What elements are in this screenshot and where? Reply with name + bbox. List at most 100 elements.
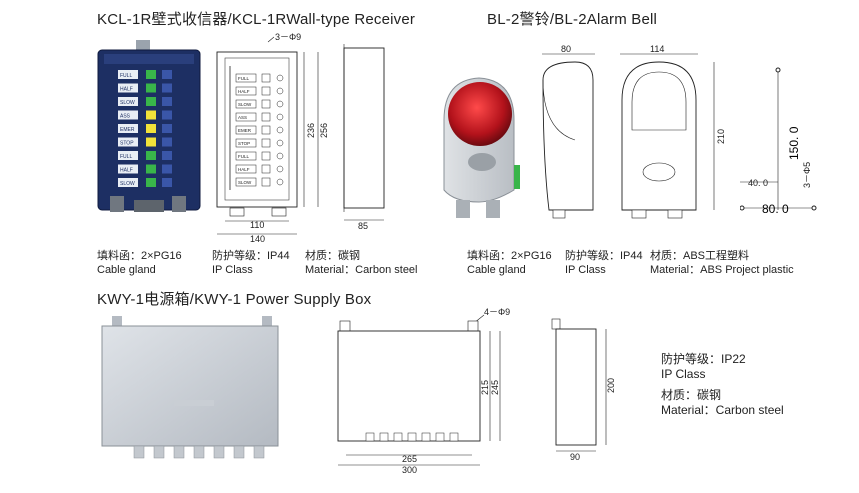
bell-holes: 3－Φ5 (802, 162, 812, 188)
power-box-photo-tab (153, 445, 165, 459)
bell-front-drawing: 114 210 (620, 44, 726, 219)
receiver-front-label-box (235, 177, 257, 187)
receiver-front-label-box (235, 151, 257, 161)
receiver-front-led (261, 86, 271, 96)
bell-photo (443, 77, 520, 218)
receiver-photo-led (146, 164, 156, 174)
receiver-front-label: EMER (238, 128, 252, 133)
receiver-photo-label-box (118, 97, 138, 106)
bell-hole-off: 40. 0 (748, 178, 768, 188)
receiver-photo-led (146, 124, 156, 133)
receiver-photo-label: HALF (120, 87, 133, 93)
receiver-front-button (276, 74, 284, 82)
power-box-holes: 4－Φ9 (484, 307, 510, 317)
power-box-front-tab (435, 432, 445, 442)
receiver-photo-label-box (118, 124, 138, 133)
receiver-photo-label: FULL (120, 154, 132, 160)
receiver-photo-label: SLOW (120, 181, 135, 187)
receiver-front-led (261, 151, 271, 161)
receiver-photo-button (162, 110, 172, 120)
receiver-photo-led (146, 97, 156, 106)
receiver-photo-led (146, 70, 156, 79)
receiver-photo-label-box (118, 83, 138, 93)
power-box-front-tab (421, 432, 431, 442)
power-box-photo-tab (133, 445, 145, 459)
receiver-title: KCL-1R壁式收信器/KCL-1RWall-type Receiver (97, 11, 416, 28)
receiver-front-led (261, 99, 271, 109)
receiver-side-drawing: 85 (343, 44, 385, 230)
power-box-w-outer: 300 (402, 465, 417, 475)
receiver-holes-dim: 3－Φ9 (275, 32, 301, 42)
bell-side-drawing: 80 (542, 44, 595, 219)
bell-title: BL-2警铃/BL-2Alarm Bell (487, 11, 658, 28)
receiver-photo-led (146, 178, 156, 187)
receiver-photo-button (162, 70, 172, 79)
receiver-front-label: FULL (238, 76, 250, 81)
power-box-front-tab (393, 432, 403, 442)
bell-front-width: 114 (650, 44, 664, 54)
receiver-photo-button (162, 137, 172, 147)
receiver-front-button (276, 152, 284, 160)
receiver-front-button (276, 165, 284, 173)
receiver-photo-label: EMER (120, 127, 135, 133)
receiver-height-outer: 256 (319, 123, 329, 138)
receiver-front-label-box (235, 112, 257, 122)
power-box-photo (101, 316, 279, 459)
power-box-front-drawing: 4－Φ9 215 245 265 300 (337, 307, 510, 475)
receiver-photo-led (146, 110, 156, 120)
receiver-width-outer: 140 (250, 234, 265, 244)
receiver-front-led (261, 73, 271, 83)
power-box-photo-tab (173, 445, 185, 459)
power-box-photo-tab (233, 445, 245, 459)
receiver-photo-label-box (118, 164, 138, 174)
bell-hole-height: 150. 0 (787, 126, 801, 160)
receiver-photo-button (162, 124, 172, 133)
receiver-width-inner: 110 (250, 220, 264, 230)
receiver-front-led (261, 177, 271, 187)
receiver-photo-label: SLOW (120, 100, 135, 106)
receiver-photo-label-box (118, 137, 138, 147)
bell-hole-layout: 150. 0 40. 0 80. 0 3－Φ5 (740, 67, 817, 216)
receiver-front-label-box (235, 73, 257, 83)
receiver-photo-led (146, 151, 156, 160)
receiver-front-label: ASS (238, 115, 247, 120)
receiver-photo-label: HALF (120, 168, 133, 174)
receiver-photo-button (162, 151, 172, 160)
receiver-front-label: SLOW (238, 102, 252, 107)
receiver-photo-label-box (118, 70, 138, 79)
power-box-specs: 防护等级：IP22 IP Class 材质：碳钢 Material：Carbon… (661, 352, 784, 417)
power-box-photo-tab (193, 445, 205, 459)
power-box-side-d: 90 (570, 452, 580, 462)
receiver-front-button (276, 178, 284, 186)
receiver-photo-led (146, 83, 156, 93)
receiver-front-button (276, 113, 284, 121)
receiver-photo-label-box (118, 151, 138, 160)
receiver-front-button (276, 100, 284, 108)
receiver-front-label-box (235, 125, 257, 135)
receiver-photo-button (162, 97, 172, 106)
receiver-front-button (276, 87, 284, 95)
receiver-photo-label-box (118, 178, 138, 187)
receiver-front-led (261, 164, 271, 174)
receiver-photo-label: STOP (120, 141, 134, 147)
receiver-front-label-box (235, 138, 257, 148)
receiver-front-led (261, 125, 271, 135)
power-box-side-h: 200 (606, 378, 616, 393)
power-box-front-tab (407, 432, 417, 442)
receiver-photo-button (162, 164, 172, 174)
receiver-specs-material: 材质：碳钢 Material：Carbon steel (305, 250, 418, 276)
receiver-front-label-box (235, 99, 257, 109)
receiver-front-label: STOP (238, 141, 250, 146)
receiver-front-label-box (235, 164, 257, 174)
power-box-front-tab (379, 432, 389, 442)
receiver-front-led (261, 138, 271, 148)
bell-hole-spacing: 80. 0 (762, 202, 789, 216)
receiver-height-inner: 236 (306, 123, 316, 138)
power-box-title: KWY-1电源箱/KWY-1 Power Supply Box (97, 291, 372, 308)
power-box-side-drawing: 200 90 (551, 318, 616, 462)
bell-specs-ip: 防护等级：IP44 IP Class (565, 250, 643, 276)
receiver-front-label: SLOW (238, 180, 252, 185)
bell-specs-material: 材质：ABS工程塑料 Material：ABS Project plastic (650, 250, 794, 276)
bell-front-height: 210 (716, 129, 726, 144)
